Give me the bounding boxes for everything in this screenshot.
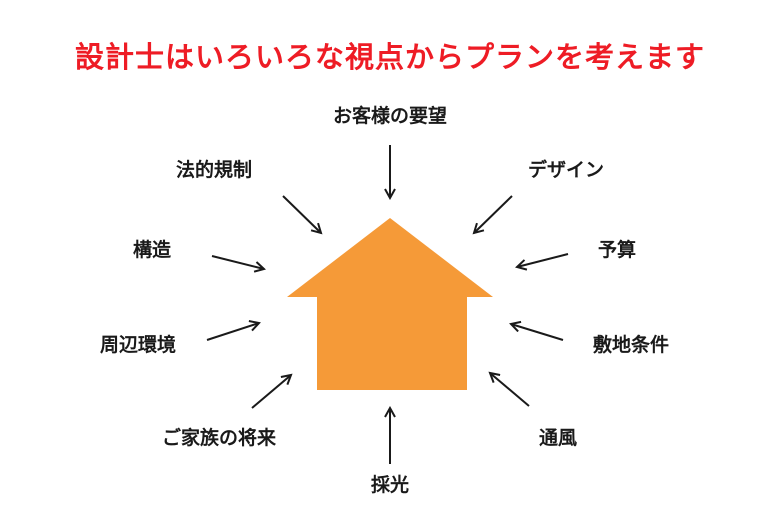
arrow-mid-right-upper (517, 253, 569, 267)
arrow-bottom-right (490, 373, 530, 407)
arrow-mid-left-lower (206, 323, 259, 341)
factor-surroundings: 周辺環境 (99, 334, 177, 356)
factor-customer-request: お客様の要望 (332, 105, 448, 127)
factor-family-future: ご家族の将来 (161, 427, 277, 449)
house-icon (287, 218, 493, 390)
house-body (317, 292, 467, 390)
factor-site-conditions: 敷地条件 (592, 334, 670, 356)
house-roof (287, 218, 493, 297)
arrow-mid-left-upper (211, 255, 264, 269)
factor-design: デザイン (527, 159, 605, 181)
arrow-bottom-left (251, 375, 291, 409)
page-title: 設計士はいろいろな視点からプランを考えます (74, 40, 705, 74)
arrow-top-right (474, 195, 513, 233)
factor-structure: 構造 (132, 239, 172, 261)
factor-lighting: 採光 (370, 474, 410, 496)
factor-ventilation: 通風 (538, 427, 578, 449)
factor-legal-regulations: 法的規制 (175, 159, 253, 181)
arrow-top-left (282, 195, 321, 233)
arrow-mid-right-lower (511, 324, 564, 341)
factor-budget: 予算 (597, 239, 637, 261)
